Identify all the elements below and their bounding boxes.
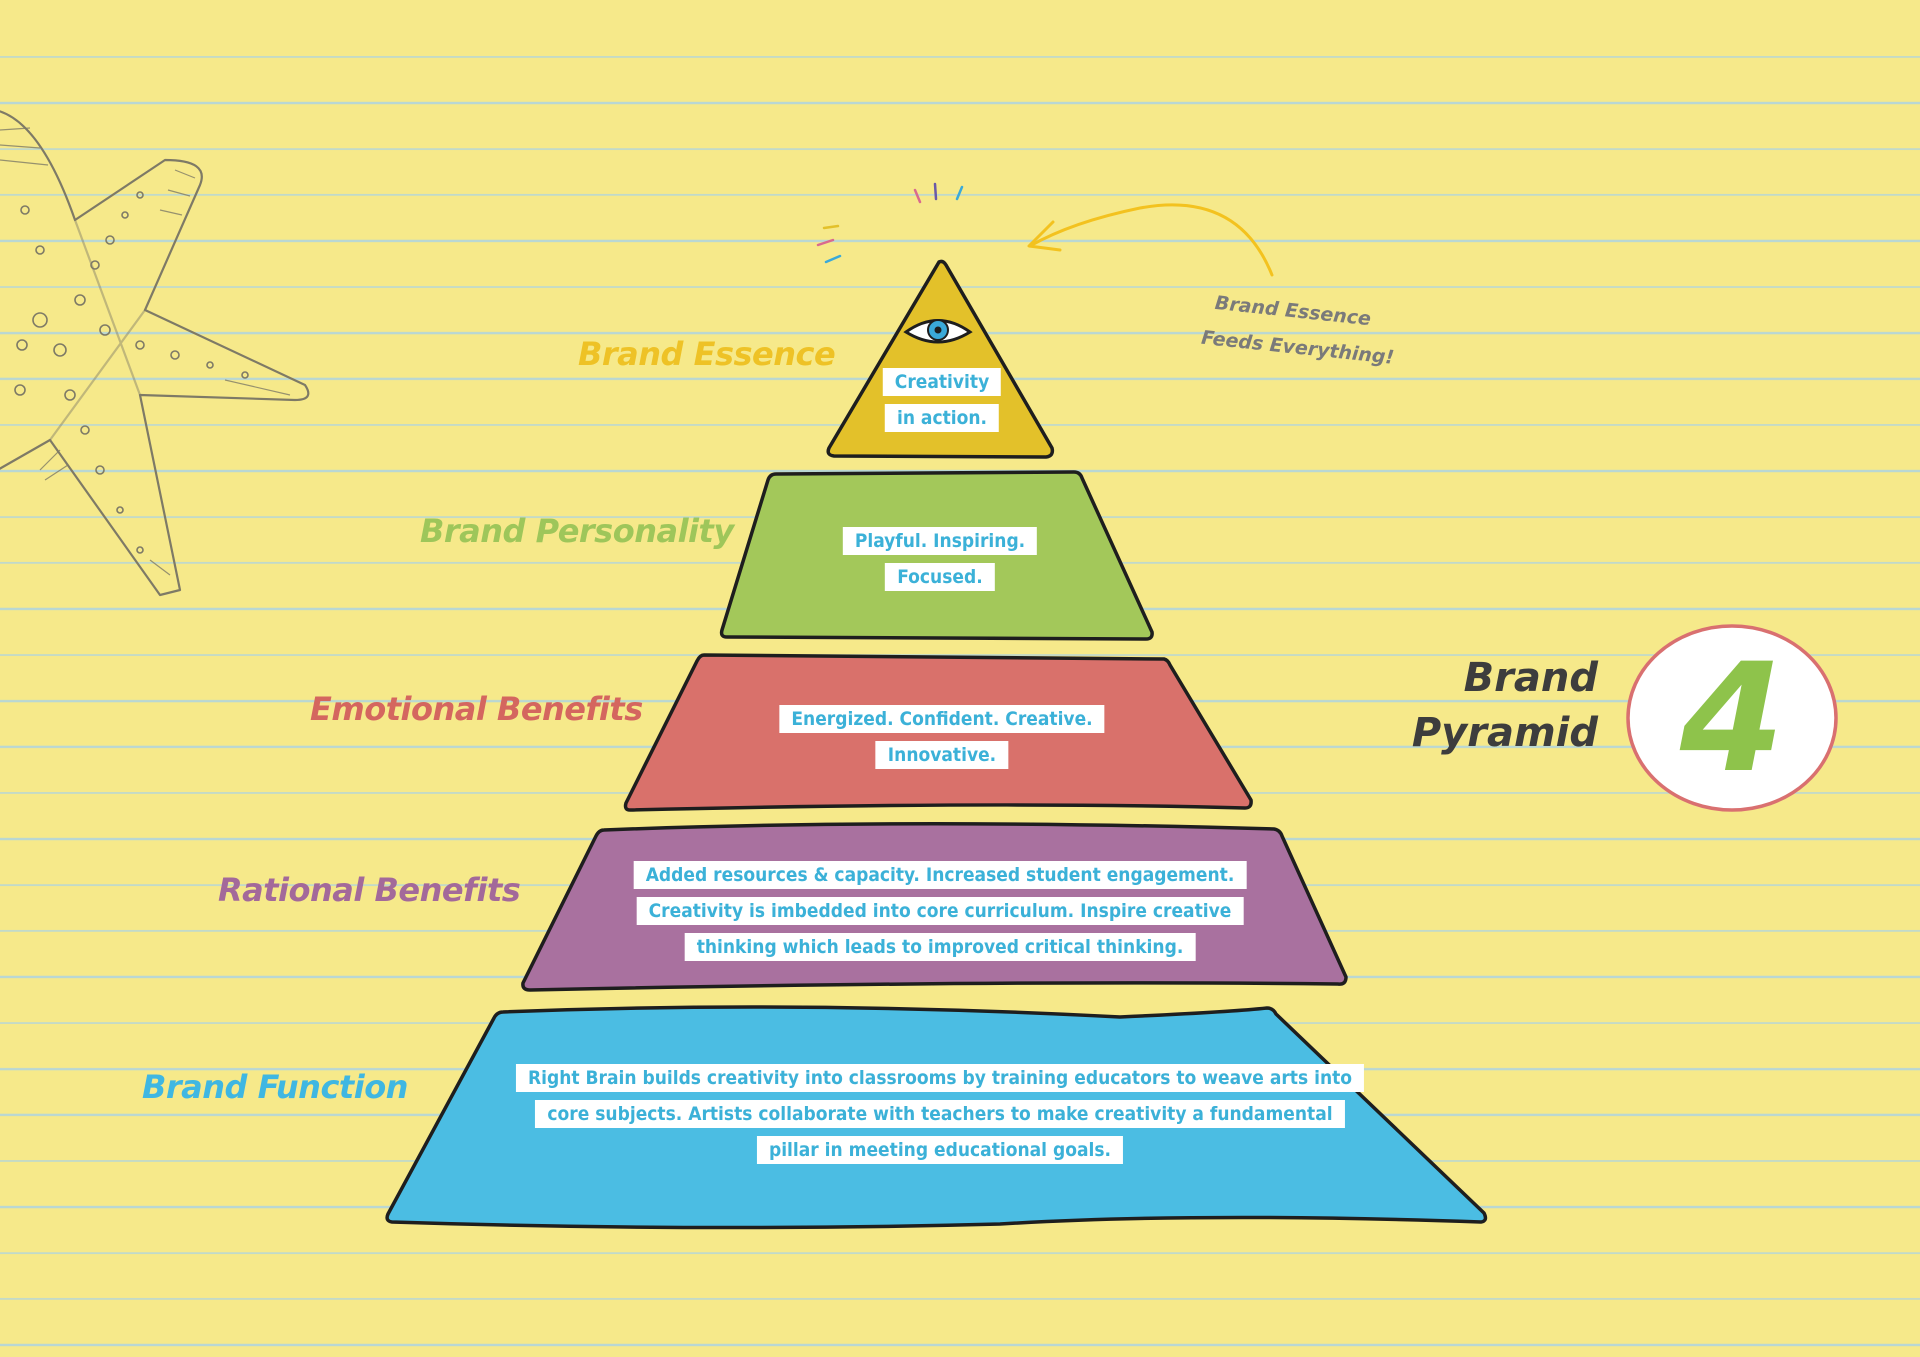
star-doodle-icon	[0, 110, 310, 597]
page-title-line-1: Brand	[1463, 655, 1598, 701]
tier-shape-personality	[719, 470, 1154, 641]
number-badge: 4	[1632, 630, 1832, 808]
tier-text-line: Energized. Confident. Creative.	[779, 705, 1105, 733]
tier-label-essence: Brand Essence	[578, 335, 836, 373]
tier-label-function: Brand Function	[142, 1068, 408, 1106]
tier-text-essence: Creativity in action.	[882, 368, 1002, 432]
tier-text-rational: Added resources & capacity. Increased st…	[633, 861, 1247, 961]
tier-text-line: in action.	[884, 404, 1000, 432]
tier-text-line: core subjects. Artists collaborate with …	[535, 1100, 1345, 1128]
tier-text-line: Innovative.	[875, 741, 1009, 769]
page-title-line-2: Pyramid	[1411, 710, 1598, 756]
tier-text-personality: Playful. Inspiring. Focused.	[842, 527, 1038, 591]
tier-text-line: Creativity	[882, 368, 1002, 396]
badge-ring	[1626, 624, 1838, 812]
tier-text-line: Right Brain builds creativity into class…	[515, 1064, 1365, 1092]
tier-text-function: Right Brain builds creativity into class…	[515, 1064, 1365, 1164]
ray-marks-icon	[816, 182, 964, 264]
eye-icon	[903, 319, 973, 344]
tier-text-line: Focused.	[885, 563, 995, 591]
tier-text-line: Creativity is imbedded into core curricu…	[636, 897, 1244, 925]
badge-number: 4	[1679, 632, 1785, 806]
tier-label-emotional: Emotional Benefits	[310, 690, 643, 728]
tier-text-line: Playful. Inspiring.	[842, 527, 1038, 555]
tier-text-line: thinking which leads to improved critica…	[684, 933, 1196, 961]
tier-label-rational: Rational Benefits	[218, 871, 521, 909]
tier-text-line: pillar in meeting educational goals.	[756, 1136, 1124, 1164]
tier-text-line: Added resources & capacity. Increased st…	[633, 861, 1247, 889]
tier-text-emotional: Energized. Confident. Creative. Innovati…	[779, 705, 1105, 769]
curved-arrow-icon	[1027, 203, 1274, 277]
tier-label-personality: Brand Personality	[420, 512, 734, 550]
